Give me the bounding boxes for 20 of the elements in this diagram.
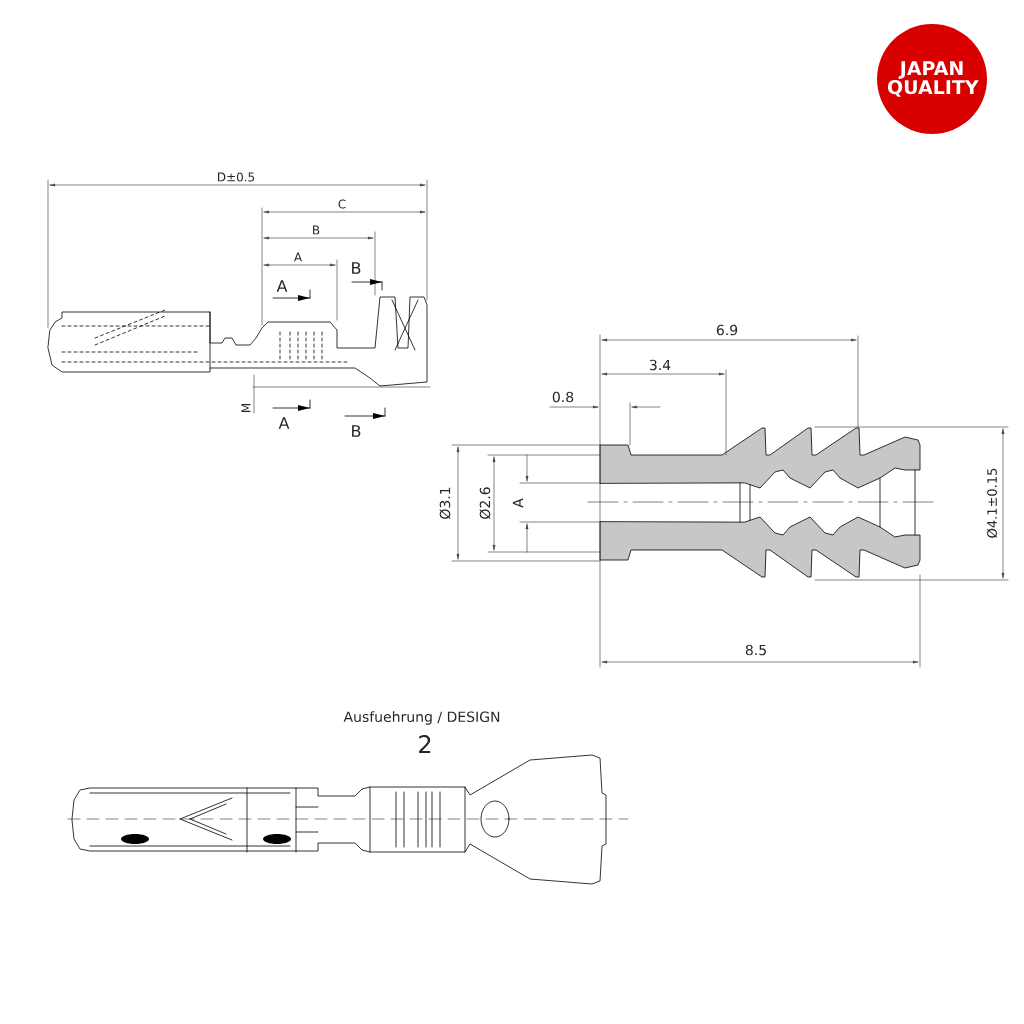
dimension-label: C [338, 199, 346, 209]
section-label: B [352, 262, 361, 274]
quality-badge: JAPAN QUALITY [877, 24, 987, 134]
dimension-label: 6.9 [716, 324, 738, 336]
section-label: A [278, 417, 290, 429]
dimension-label: 8.5 [745, 644, 766, 656]
dimension-label: Ø3.1 [439, 487, 451, 519]
dimension-label: 3.4 [649, 359, 671, 371]
dimension-label: Ø4.1±0.15 [986, 468, 998, 538]
dimension-label: A [294, 252, 302, 262]
dimension-label: M [241, 404, 251, 412]
dimension-label: A [512, 498, 524, 508]
section-label: A [276, 280, 288, 292]
dimension-label: 0.8 [552, 391, 574, 403]
dimension-label: D±0.5 [218, 172, 255, 182]
section-label: B [352, 425, 361, 437]
dimension-label: B [313, 225, 320, 235]
design-label: 2 [419, 735, 431, 753]
design-label: Ausfuehrung / DESIGN [343, 711, 500, 725]
dimension-label: Ø2.6 [479, 487, 491, 519]
